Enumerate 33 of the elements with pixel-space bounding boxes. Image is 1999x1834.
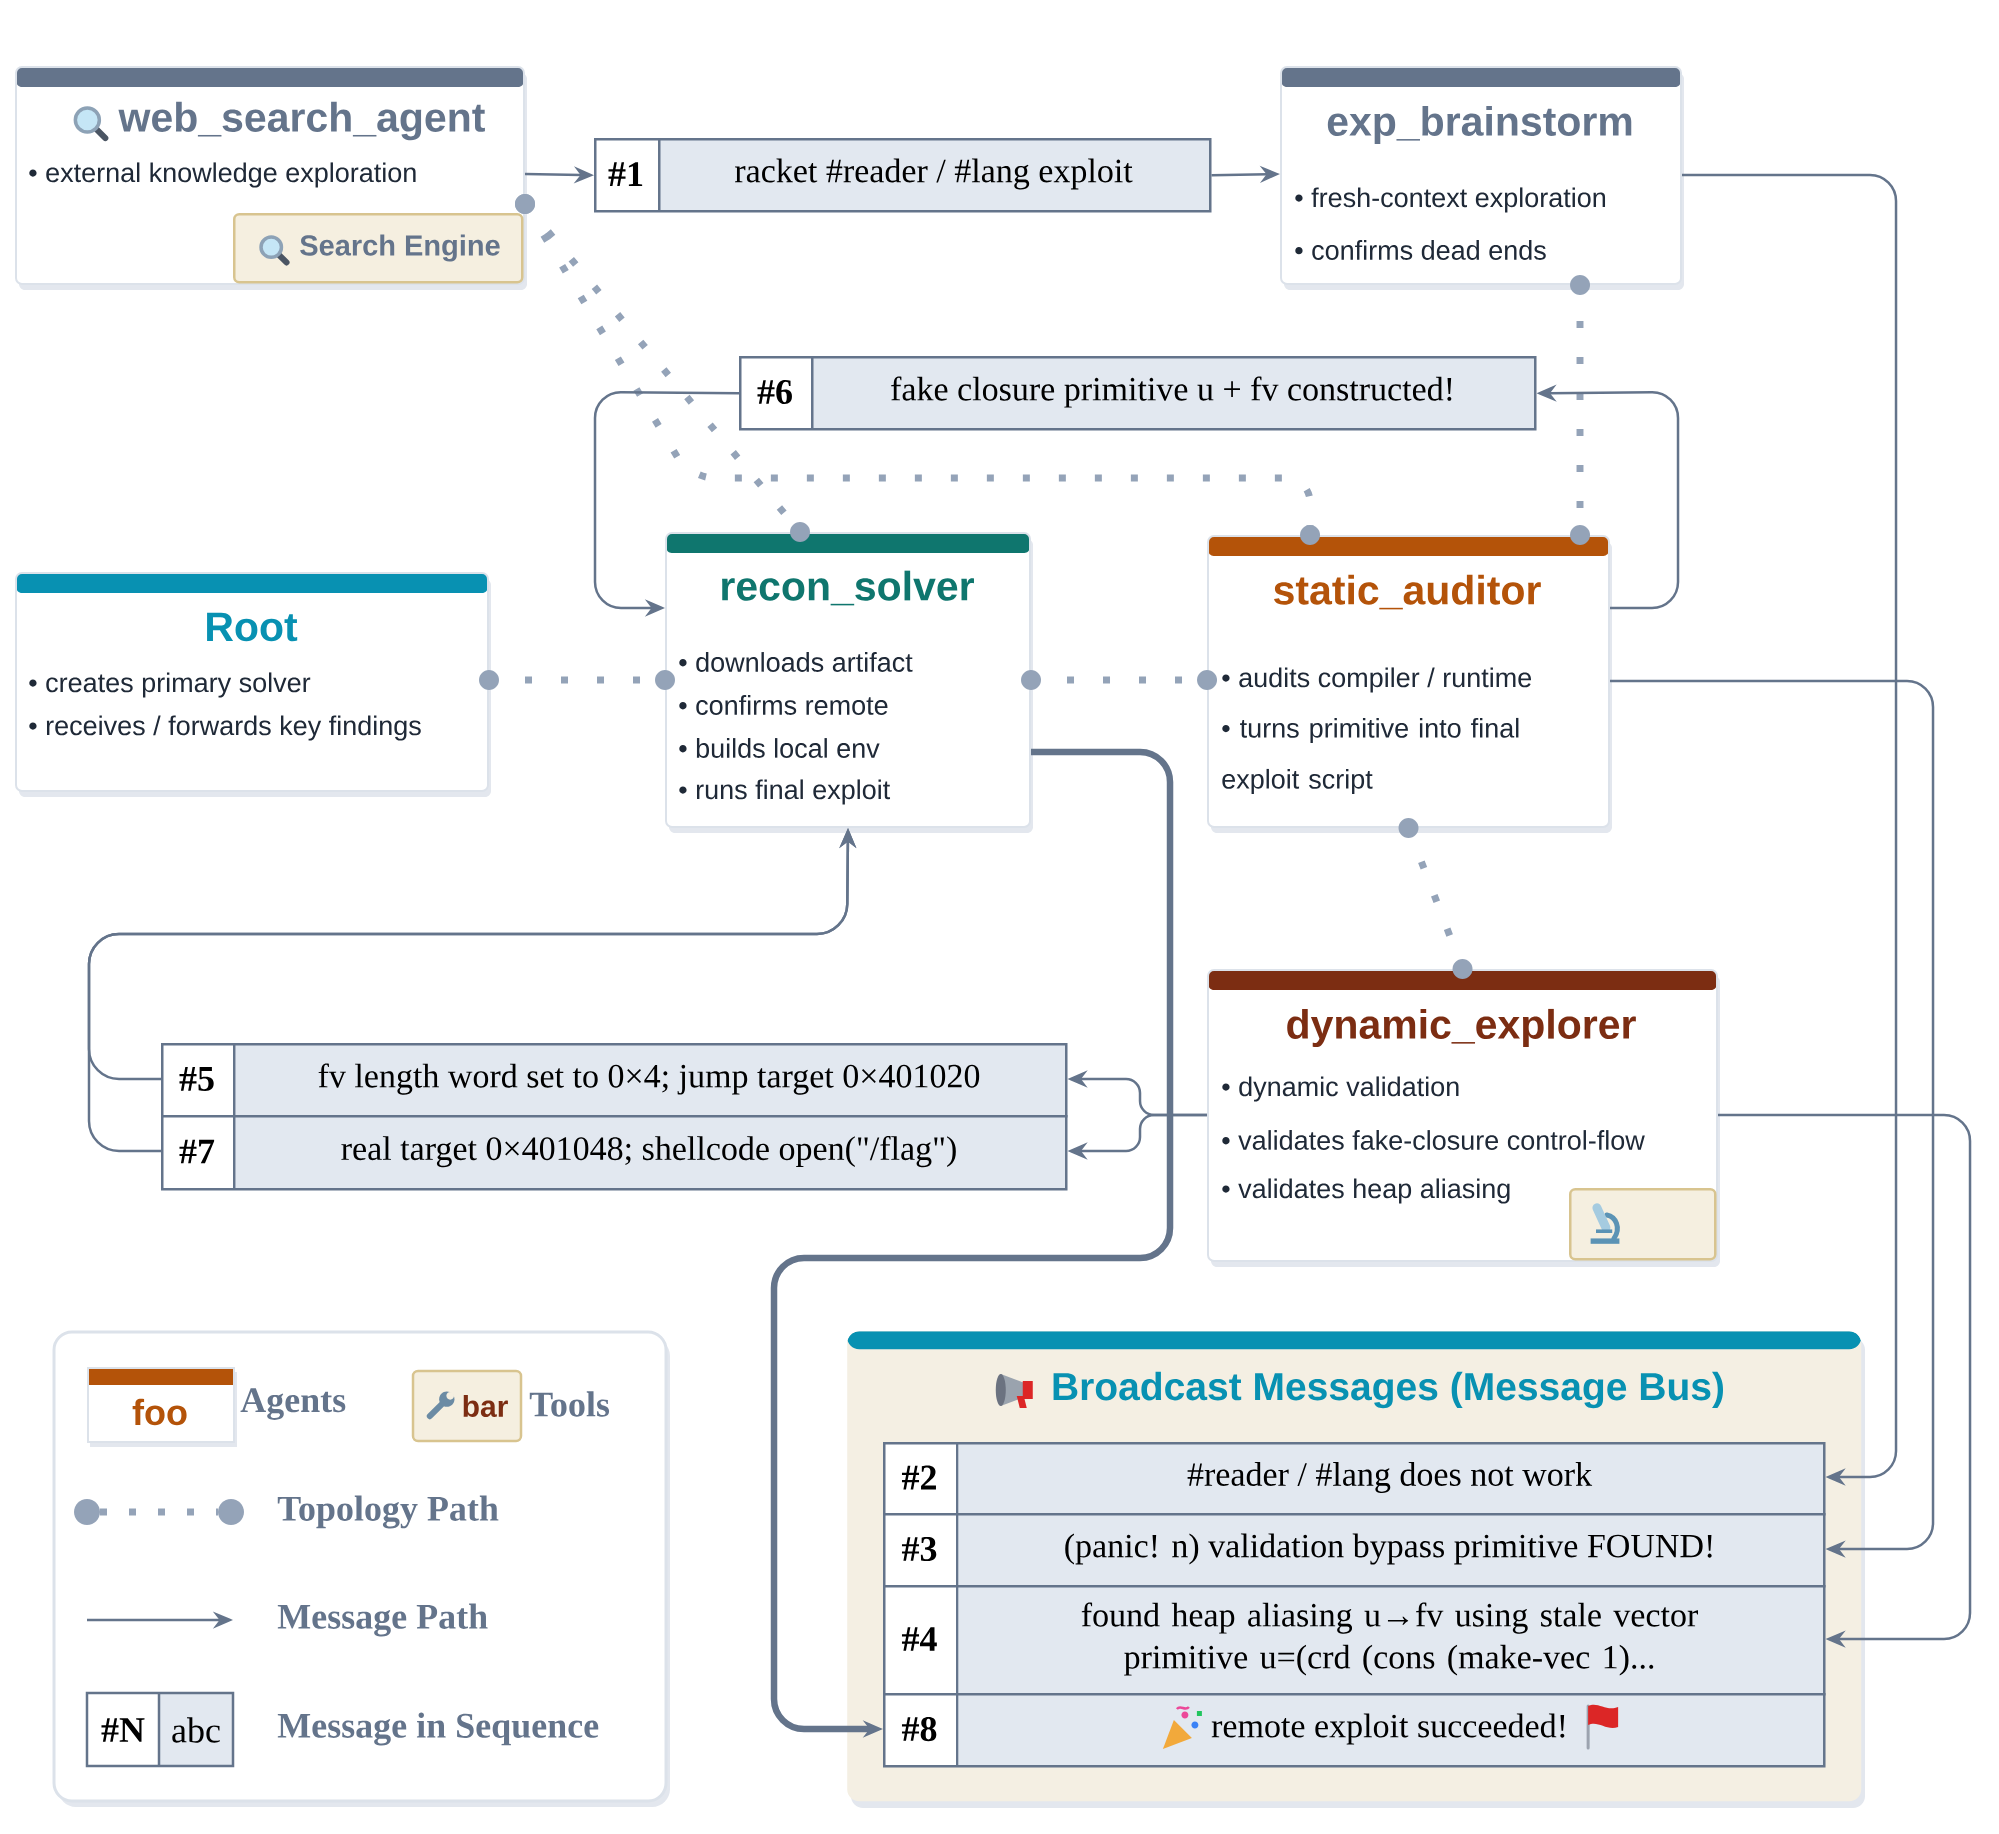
message-number: #2 <box>902 1465 936 1490</box>
arrow <box>1682 173 1898 1486</box>
message-number: #7 <box>179 1139 215 1164</box>
message-text: fv length word set to 0×4; jump target 0×401020 <box>318 1063 980 1095</box>
dotted-connector <box>1570 275 1590 545</box>
message-number: #8 <box>902 1716 937 1742</box>
agent-sample: foo <box>87 1367 237 1447</box>
message-number: #5 <box>179 1067 214 1091</box>
dotted-connector <box>1021 670 1217 690</box>
legend-label: Topology Path <box>277 1495 499 1529</box>
legend-label: Message in Sequence <box>277 1712 599 1746</box>
message-number: #1 <box>608 162 643 186</box>
dotted-connector <box>515 194 1320 545</box>
legend-label: Tools <box>529 1391 610 1417</box>
arrow <box>1610 679 1935 1558</box>
tool-sample: bar <box>411 1369 523 1443</box>
legend-label: Message Path <box>277 1603 488 1637</box>
arrow <box>1718 1113 1972 1648</box>
dotted-connector <box>1398 818 1473 979</box>
panel-title: Broadcast Messages (Message Bus) <box>1053 1371 1723 1409</box>
message-text: remote exploit succeeded! <box>1211 1713 1565 1745</box>
message-text: #reader / #lang does not work <box>1187 1462 1593 1493</box>
message-text: (panic! n) validation bypass primitive FOUND! <box>1065 1533 1712 1565</box>
message-number: #4 <box>902 1627 937 1651</box>
message-sample: #N abc <box>85 1691 235 1768</box>
message-number: #3 <box>902 1536 937 1562</box>
message-text: real target 0×401048; shellcode open("/flag") <box>341 1135 956 1168</box>
dotted-connector <box>479 670 675 690</box>
message-text: fake closure primitive u + fv constructed! <box>891 376 1452 408</box>
legend-label: Agents <box>240 1388 346 1420</box>
message-text: racket #reader / #lang exploit <box>735 158 1133 190</box>
message-text: found heap aliasing u→fv using stale vector primitive u=(crd (cons (make-vec 1)... <box>1081 1602 1698 1676</box>
message-number: #6 <box>757 379 792 405</box>
